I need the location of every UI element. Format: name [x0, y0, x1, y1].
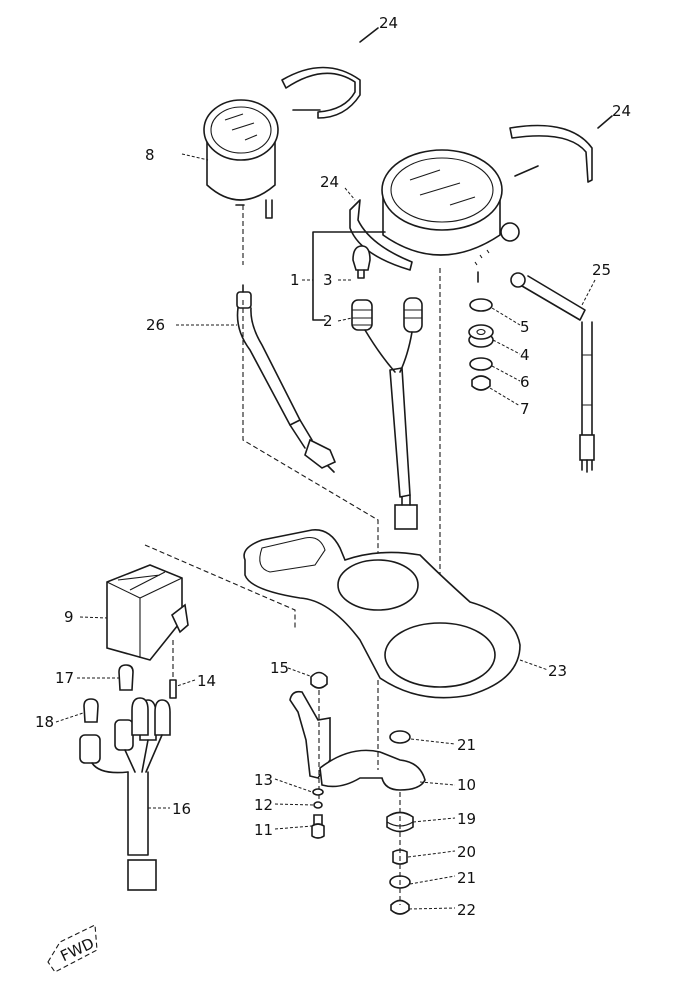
socket-harness-16	[79, 697, 171, 891]
callout-5: 5	[520, 318, 530, 336]
fwd-label: FWD	[58, 934, 97, 965]
socket-harness-2	[351, 297, 423, 530]
callout-23: 23	[548, 662, 567, 680]
ring-24-upper	[281, 66, 361, 119]
callout-16: 16	[172, 800, 191, 818]
nut-22	[390, 899, 410, 915]
callout-6: 6	[520, 373, 530, 391]
callout-15: 15	[270, 659, 289, 677]
callout-24-left: 24	[320, 173, 339, 191]
callout-4: 4	[520, 346, 530, 364]
callout-17: 17	[55, 669, 74, 687]
fwd-arrow-marker: FWD	[47, 924, 98, 973]
stay-10	[289, 680, 426, 791]
washer-13	[312, 788, 324, 796]
lock-washer-12	[313, 801, 323, 809]
callout-11: 11	[254, 821, 273, 839]
washer-stack	[468, 298, 494, 391]
collar-21-upper	[389, 730, 411, 744]
callout-24-top: 24	[379, 14, 398, 32]
bulb-3	[352, 245, 371, 279]
screw-14	[169, 679, 177, 699]
callout-20: 20	[457, 843, 476, 861]
callout-19: 19	[457, 810, 476, 828]
cable-25	[510, 272, 595, 473]
guide-line-relay	[144, 544, 296, 630]
guide-line-26	[242, 300, 379, 580]
callout-8: 8	[145, 146, 155, 164]
callout-13: 13	[254, 771, 273, 789]
callout-26: 26	[146, 316, 165, 334]
tachometer	[203, 99, 279, 265]
callout-25: 25	[592, 261, 611, 279]
nut-15	[310, 671, 328, 800]
callout-21-upper: 21	[457, 736, 476, 754]
assembly-bracket-1	[312, 231, 386, 321]
meter-bracket-23	[243, 529, 521, 699]
callout-22: 22	[457, 901, 476, 919]
bolt-11	[311, 814, 325, 839]
bulb-17	[118, 664, 134, 691]
callout-2: 2	[323, 312, 333, 330]
ring-24-left	[349, 199, 413, 271]
grommet-19	[386, 811, 414, 833]
callout-9: 9	[64, 608, 74, 626]
cable-26	[236, 284, 337, 473]
indicator-box-9	[106, 564, 189, 680]
callout-1: 1	[290, 271, 300, 289]
bulb-18	[83, 698, 99, 723]
callout-3: 3	[323, 271, 333, 289]
callout-14: 14	[197, 672, 216, 690]
callout-10: 10	[457, 776, 476, 794]
ring-24-right	[509, 124, 593, 183]
callout-24-right: 24	[612, 102, 631, 120]
callout-12: 12	[254, 796, 273, 814]
callout-labels: 8 24 24 24 1 3 2 26 25 5 4 6 7 9 17 14 1…	[35, 14, 631, 919]
callout-18: 18	[35, 713, 54, 731]
leader-lines	[55, 27, 613, 910]
callout-7: 7	[520, 400, 530, 418]
callout-21-lower: 21	[457, 869, 476, 887]
